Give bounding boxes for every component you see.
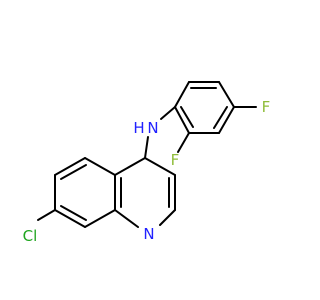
bond	[84, 157, 116, 176]
bond	[218, 81, 235, 108]
difluorophenyl-ring	[174, 81, 257, 153]
bond	[160, 106, 176, 120]
bond	[180, 106, 194, 128]
bond	[60, 164, 87, 180]
bond	[174, 81, 190, 108]
quinoline-pyridine-ring	[114, 157, 176, 228]
structure-svg: F F N H N Cl	[23, 81, 271, 245]
molecule-diagram: F F N H N Cl	[23, 81, 271, 245]
atom-label-fluorine-para: F	[262, 98, 271, 116]
bond	[218, 106, 235, 134]
bond	[177, 132, 190, 153]
amine-linker	[144, 106, 176, 159]
atom-label-chlorine: Cl	[23, 227, 38, 245]
bond	[54, 157, 86, 176]
bond	[60, 205, 87, 221]
bond	[114, 209, 139, 228]
bond	[84, 209, 116, 228]
bond	[144, 136, 149, 159]
atom-label-amine-h: H	[133, 119, 144, 137]
bond	[37, 209, 56, 221]
bond	[114, 157, 146, 176]
atom-label-amine-n: N	[147, 119, 158, 137]
bond	[174, 106, 190, 134]
bond	[159, 209, 176, 226]
atom-label-fluorine-ortho: F	[171, 151, 180, 169]
atom-label-ring-nitrogen: N	[143, 225, 154, 243]
bond	[213, 106, 228, 129]
bond	[144, 157, 176, 176]
quinoline-benzo-ring	[37, 157, 116, 228]
bond	[54, 209, 86, 228]
